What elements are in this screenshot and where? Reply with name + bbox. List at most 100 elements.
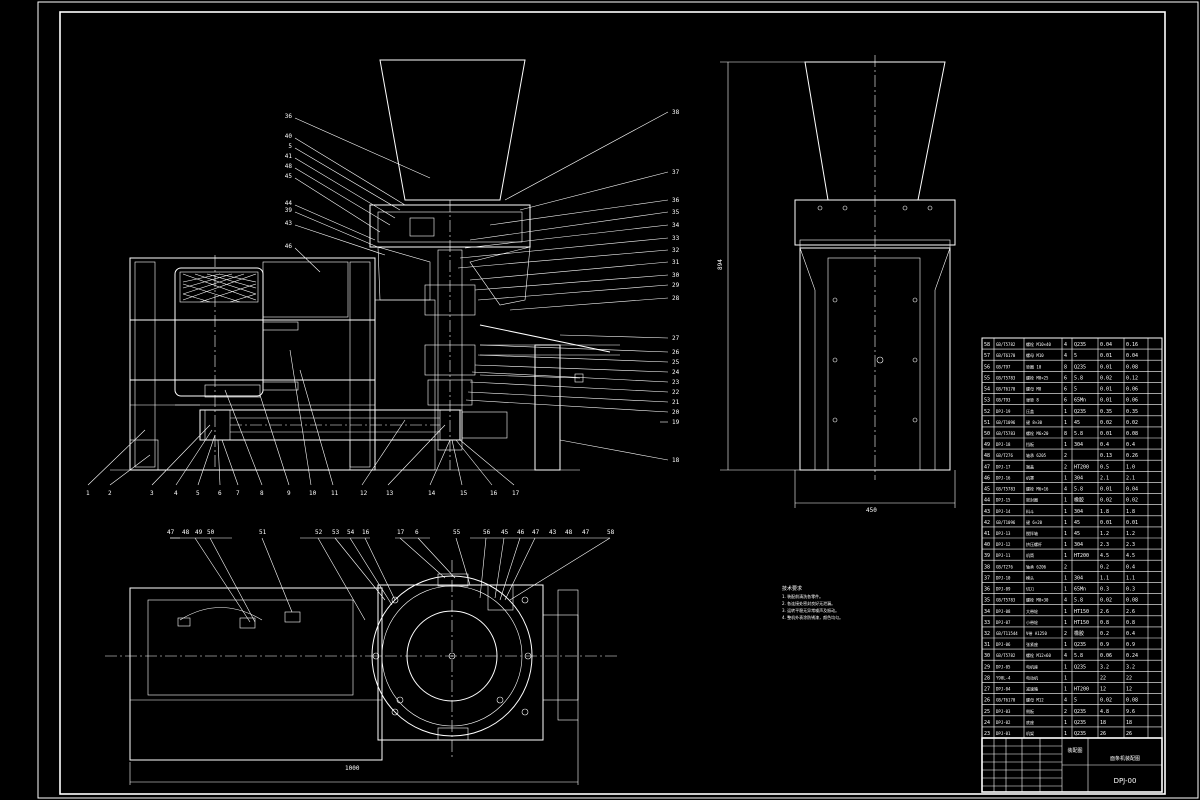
- part-label: 3: [150, 490, 154, 497]
- bom-cell: 304: [1074, 475, 1083, 481]
- motor-fan-cover: [179, 271, 259, 303]
- bom-cell: GB/T5783: [996, 431, 1016, 436]
- leaders-right: [457, 111, 669, 461]
- bom-cell: 轴承 6206: [1026, 563, 1047, 569]
- bom-cell: 1: [1064, 442, 1067, 448]
- part-label: 36: [285, 113, 293, 120]
- part-label: 43: [549, 529, 557, 536]
- bom-cell: 0.01: [1100, 353, 1112, 359]
- bom-cell: 1.8: [1126, 509, 1135, 515]
- part-label: 5: [288, 143, 292, 150]
- bom-cell: 螺母 M12: [1026, 697, 1044, 703]
- bom-cell: 5: [1074, 698, 1077, 704]
- side-view: [720, 55, 956, 508]
- part-label: 6: [218, 490, 222, 497]
- belt-drive: [199, 409, 461, 441]
- part-label: 37: [672, 169, 680, 176]
- part-label: 12: [360, 490, 368, 497]
- bom-cell: 螺栓 M10×40: [1026, 341, 1051, 347]
- bom-cell: HT150: [1074, 620, 1089, 626]
- bom-cell: 0.26: [1126, 453, 1138, 459]
- plan-arc: [179, 607, 263, 621]
- bom-cell: 0.04: [1126, 353, 1138, 359]
- part-label: 34: [672, 222, 680, 229]
- bom-cell: 模头: [1026, 574, 1034, 580]
- bom-cell: 3.2: [1126, 664, 1135, 670]
- dim-right-height: 894: [717, 259, 724, 270]
- main-shaft: [437, 249, 463, 451]
- part-label: 36: [672, 197, 680, 204]
- bom-cell: 底座: [1026, 719, 1034, 725]
- note-4: 4. 整机外表涂防锈漆，颜色均匀。: [782, 614, 843, 620]
- bom-cell: 弹垫 8: [1026, 397, 1039, 403]
- bom-cell: DPJ-18: [996, 442, 1011, 447]
- bom-cell: GB/T276: [996, 453, 1013, 458]
- part-label: 30: [672, 272, 680, 279]
- part-label: 53: [332, 529, 340, 536]
- part-label: 46: [285, 243, 293, 250]
- bom-cell: Q235: [1074, 720, 1086, 726]
- bom-cell: 33: [984, 620, 990, 626]
- bom-cell: 0.3: [1126, 587, 1135, 593]
- bom-cell: 1: [1064, 520, 1067, 526]
- note-3: 3. 运转平稳无异常噪声及振动。: [782, 607, 839, 613]
- bom-cell: 5.8: [1074, 375, 1083, 381]
- bom-cell: 1: [1064, 675, 1067, 681]
- bom-cell: 18: [1126, 720, 1132, 726]
- bom-cell: 22: [1126, 675, 1132, 681]
- part-label: 54: [347, 529, 355, 536]
- bom-cell: GB/T97: [996, 364, 1011, 369]
- bom-cell: 0.08: [1126, 431, 1138, 437]
- part-label: 32: [672, 247, 680, 254]
- blade-end: [574, 373, 584, 383]
- bom-cell: 2.3: [1100, 542, 1109, 548]
- bom-cell: 51: [984, 420, 990, 426]
- front-right-labels: 3837363534333231302928272625242322212019…: [672, 109, 680, 464]
- right-support: [374, 299, 436, 471]
- base-foot-right: [349, 439, 376, 471]
- bom-cell: 44: [984, 498, 990, 504]
- part-label: 47: [167, 529, 175, 536]
- part-label: 19: [672, 419, 680, 426]
- bom-cell: DPJ-09: [996, 587, 1011, 592]
- bom-cell: 65Mn: [1074, 398, 1086, 404]
- bom-cell: 小带轮: [1026, 619, 1038, 625]
- bom-cell: HT200: [1074, 553, 1089, 559]
- bom-cell: 49: [984, 442, 990, 448]
- bom-cell: 46: [984, 475, 990, 481]
- part-label: 47: [582, 529, 590, 536]
- part-label: 49: [195, 529, 203, 536]
- bom-cell: 4: [1064, 653, 1067, 659]
- part-label: 14: [428, 490, 436, 497]
- motor: [174, 267, 264, 397]
- bom-cell: 58: [984, 342, 990, 348]
- bom-cell: 0.4: [1100, 442, 1109, 448]
- note-2: 2. 各连接处密封良好无泄漏。: [782, 600, 835, 606]
- bom-cell: 搅拌轴: [1026, 530, 1038, 536]
- frame-left-post: [134, 261, 156, 468]
- plan-outlet: [542, 614, 579, 701]
- bom-cell: 4: [1064, 353, 1067, 359]
- cover-box: [262, 261, 349, 318]
- bom-cell: 4.5: [1100, 553, 1109, 559]
- bom-cell: 压盖: [1026, 408, 1034, 414]
- bom-cell: 0.4: [1126, 564, 1135, 570]
- bom-cell: 挤压螺杆: [1026, 541, 1042, 547]
- bom-cell: 2: [1064, 709, 1067, 715]
- bom-cell: Q235: [1074, 342, 1086, 348]
- bom-cell: 螺母 M8: [1026, 386, 1042, 392]
- bom-cell: 1: [1064, 642, 1067, 648]
- part-label: 17: [512, 490, 520, 497]
- technical-notes: 技术要求 1. 装配前清洗各零件。 2. 各连接处密封良好无泄漏。 3. 运转平…: [782, 585, 843, 620]
